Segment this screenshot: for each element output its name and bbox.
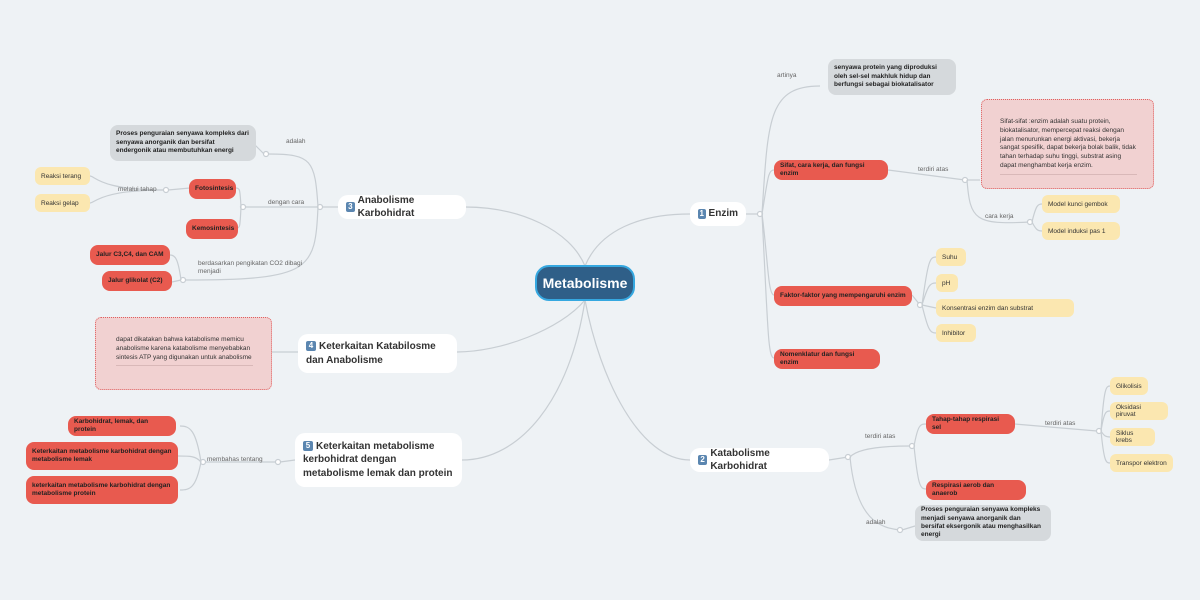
enzim-nomenklatur-node[interactable]: Nomenklatur dan fungsi enzim [774, 349, 880, 369]
label-terdiri-atas: terdiri atas [1045, 420, 1076, 427]
label-terdiri-atas: terdiri atas [865, 433, 896, 440]
number-badge: 3 [346, 202, 355, 212]
branch-keterkaitan-4-title: Keterkaitan Katabilosme dan Anabolisme [306, 341, 436, 366]
label-melalui-tahap: melalui tahap [118, 186, 157, 193]
enzim-definition[interactable]: senyawa protein yang diproduksi oleh sel… [828, 59, 956, 95]
fotosintesis-node[interactable]: Fotosintesis [189, 179, 236, 199]
respirasi-node[interactable]: Respirasi aerob dan anaerob [926, 480, 1026, 500]
anabolisme-definition[interactable]: Proses penguraian senyawa kompleks dari … [110, 125, 256, 161]
faktor-konsentrasi[interactable]: Konsentrasi enzim dan substrat [936, 299, 1074, 317]
branch-anabolisme[interactable]: 3 Anabolisme Karbohidrat [338, 195, 466, 219]
branch-keterkaitan-5-title: Keterkaitan metabolisme kerbohidrat deng… [303, 440, 453, 479]
label-adalah: adalah [286, 138, 306, 145]
branch-katabolisme[interactable]: 2 Katabolisme Karbohidrat [690, 448, 829, 472]
enzim-faktor-node[interactable]: Faktor-faktor yang mempengaruhi enzim [774, 286, 912, 306]
branch-enzim[interactable]: 1 Enzim [690, 202, 746, 226]
model-induksi-pas[interactable]: Model induksi pas 1 [1042, 222, 1120, 240]
label-adalah: adalah [866, 519, 886, 526]
number-badge: 4 [306, 341, 316, 352]
label-berdasarkan: berdasarkan pengikatan CO2 dibagi menjad… [198, 260, 303, 276]
branch-enzim-label: Enzim [708, 208, 738, 220]
katabolisme-definition[interactable]: Proses penguraian senyawa kompleks menja… [915, 505, 1051, 541]
keterkaitan-note[interactable]: dapat dikatakan bahwa katabolisme memicu… [95, 317, 272, 390]
jalur-c3-c4-cam[interactable]: Jalur C3,C4, dan CAM [90, 245, 170, 265]
label-dengan-cara: dengan cara [268, 199, 305, 206]
faktor-suhu[interactable]: Suhu [936, 248, 966, 266]
faktor-inhibitor[interactable]: Inhibitor [936, 324, 976, 342]
kemosintesis-node[interactable]: Kemosintesis [186, 219, 238, 239]
label-cara-kerja: cara kerja [985, 213, 1014, 220]
branch-katabolisme-label: Katabolisme Karbohidrat [710, 447, 770, 473]
number-badge: 5 [303, 441, 313, 452]
tahap-oksidasi[interactable]: Oksidasi piruvat [1110, 402, 1168, 420]
model-kunci-gembok[interactable]: Model kunci gembok [1042, 195, 1120, 213]
reaksi-terang[interactable]: Reaksi terang [35, 167, 90, 185]
tahap-siklus-krebs[interactable]: Siklus krebs [1110, 428, 1155, 446]
enzim-sifat-note[interactable]: Sifat-sifat :enzim adalah suatu protein,… [981, 99, 1154, 189]
tahap-respirasi-node[interactable]: Tahap-tahap respirasi sel [926, 414, 1015, 434]
reaksi-gelap[interactable]: Reaksi gelap [35, 194, 90, 212]
branch-anabolisme-label: Anabolisme Karbohidrat [357, 194, 415, 220]
karbohidrat-lemak-protein[interactable]: Karbohidrat, lemak, dan protein [68, 416, 176, 436]
label-artinya: artinya [777, 72, 797, 79]
tahap-transpor-elektron[interactable]: Transpor elektron [1110, 454, 1173, 472]
label-membahas-tentang: membahas tentang [207, 456, 263, 463]
number-badge: 2 [698, 455, 708, 465]
label-terdiri-atas: terdiri atas [918, 166, 949, 173]
enzim-sifat-note-text: Sifat-sifat :enzim adalah suatu protein,… [1000, 118, 1137, 175]
faktor-ph[interactable]: pH [936, 274, 958, 292]
tahap-glikolisis[interactable]: Glikolisis [1110, 377, 1148, 395]
enzim-sifat-node[interactable]: Sifat, cara kerja, dan fungsi enzim [774, 160, 888, 180]
central-topic[interactable]: Metabolisme [535, 265, 635, 301]
jalur-glikolat[interactable]: Jalur glikolat (C2) [102, 271, 172, 291]
number-badge: 1 [698, 209, 706, 219]
keterkaitan-protein-node[interactable]: keterkaitan metabolisme karbohidrat deng… [26, 476, 178, 504]
keterkaitan-note-text: dapat dikatakan bahwa katabolisme memicu… [116, 336, 253, 367]
keterkaitan-lemak-node[interactable]: Keterkaitan metabolisme karbohidrat deng… [26, 442, 178, 470]
